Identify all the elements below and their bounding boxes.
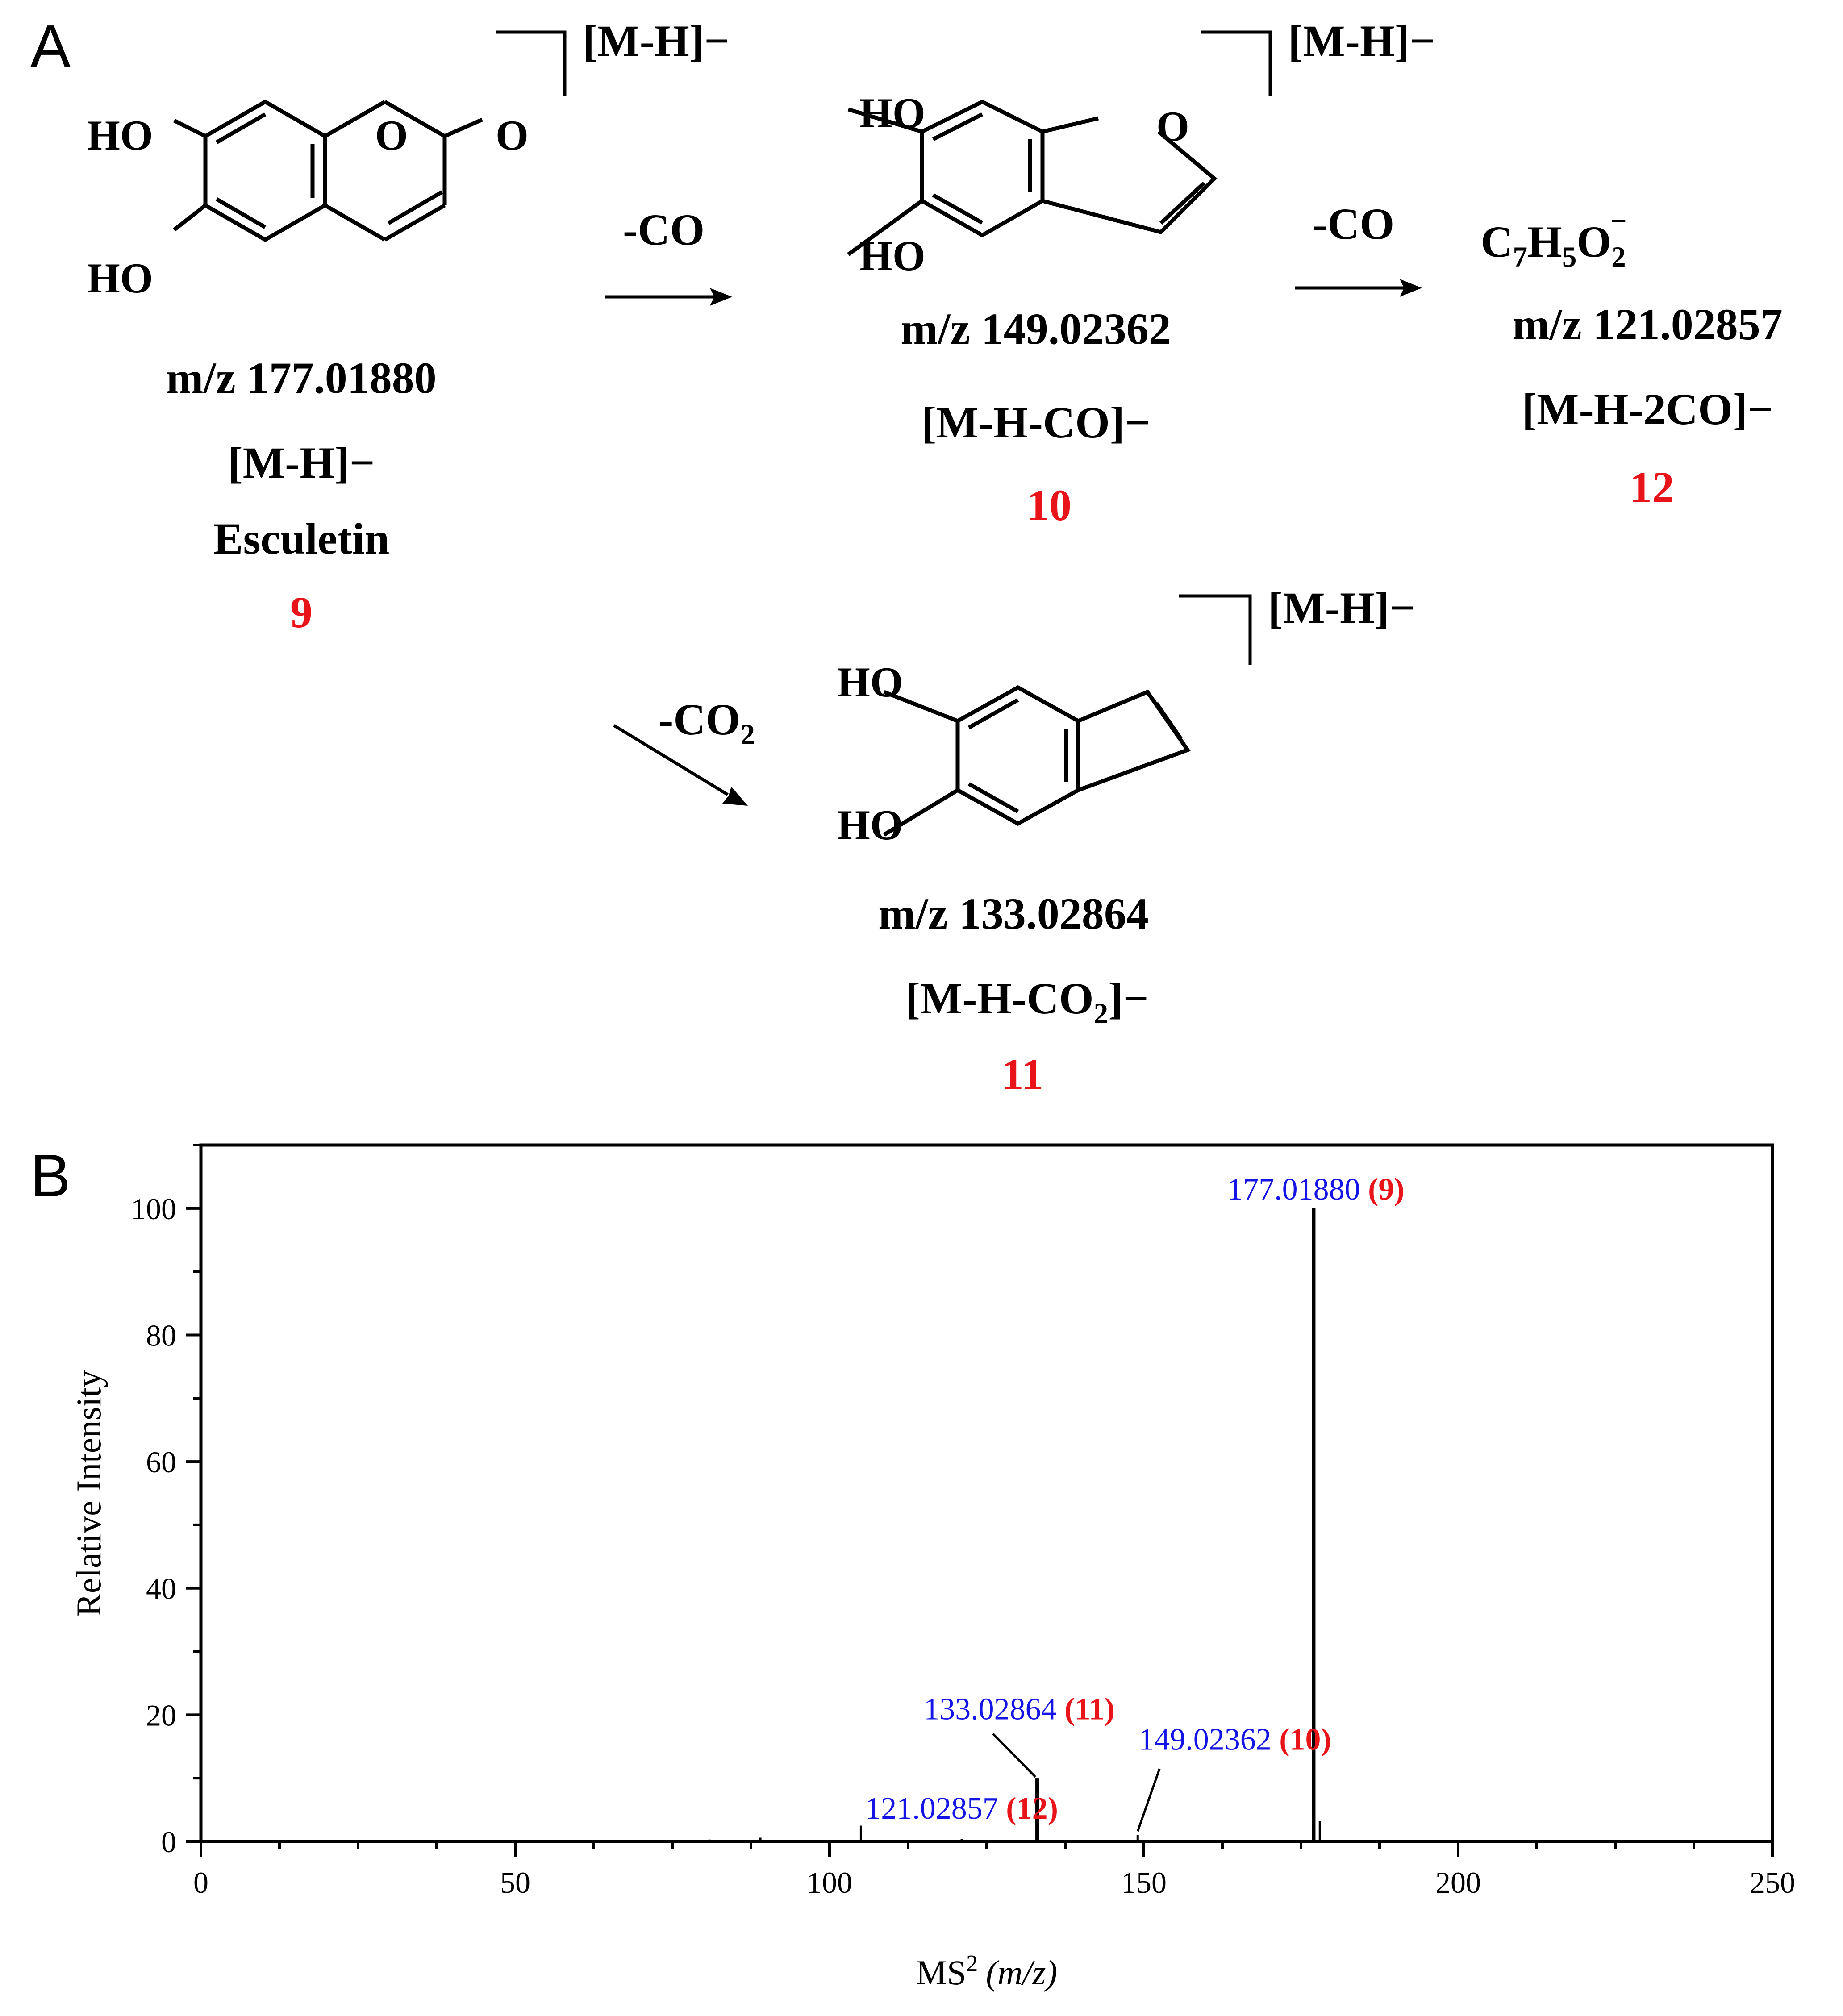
y-tick-label: 40 [146,1572,176,1606]
compound-9-ring-o: O [375,112,408,159]
compound-12-ion: [M-H-2CO]− [1522,384,1773,434]
formula-o-sub: 2 [1611,241,1626,273]
x-tick-label: 100 [807,1866,852,1899]
compound-11-ho-top: HO [837,658,903,706]
compound-10-bracket-charge: [M-H]− [1288,16,1435,66]
compound-9-structure [173,99,483,242]
compound-10-ion: [M-H-CO]− [922,398,1150,447]
compound-11-number: 11 [1001,1050,1043,1099]
compound-9-bracket [496,30,567,96]
arrow-9-11 [613,724,748,806]
formula-charge: − [1610,205,1627,237]
compound-9-ho-top: HO [87,112,153,159]
compound-10-mz: m/z 149.02362 [901,304,1171,354]
compound-9-bracket-charge: [M-H]− [583,16,730,66]
formula-c-sub: 7 [1513,241,1528,273]
arrow-10-12-label: -CO [1313,199,1394,249]
formula-c: C [1480,217,1513,267]
panel-a-label: A [30,12,71,80]
ms2-spectrum-chart: 0 50 100 150 200 250 0 20 40 60 80 100 177.01880 (… [131,1143,1795,1899]
compound-10-ho-top: HO [859,89,926,137]
compound-9-bonds [173,99,483,242]
y-axis-ticks: 0 20 40 60 80 100 [131,1144,201,1859]
y-tick-label: 0 [161,1825,176,1859]
x-tick-label: 0 [193,1866,208,1899]
compound-11-ho-bottom: HO [837,801,903,849]
arrow-9-10 [605,288,732,306]
label-149: 149.02362 (10) [1138,1722,1331,1757]
panel-b-label: B [30,1142,71,1209]
y-axis-label: Relative Intensity [69,1370,108,1616]
leader-133 [992,1733,1036,1778]
y-tick-label: 60 [146,1445,176,1479]
x-axis-label: MS2(m/z) [916,1951,1057,1992]
x-tick-label: 50 [500,1866,530,1899]
y-tick-label: 20 [146,1698,176,1732]
x-axis-ticks: 0 50 100 150 200 250 [193,1841,1795,1899]
label-133: 133.02864 (11) [924,1692,1115,1726]
compound-10-bracket [1201,30,1272,96]
compound-11-structure [883,685,1191,837]
x-tick-label: 150 [1121,1866,1167,1899]
compound-11-bracket [1179,594,1252,665]
label-121: 121.02857 (12) [865,1791,1058,1826]
compound-10-number: 10 [1027,480,1072,530]
svg-text:C7H5O2−: C7H5O2 − [1480,205,1626,273]
formula-h: H [1527,217,1562,267]
compound-9-number: 9 [290,587,313,637]
compound-9-ion: [M-H]− [228,438,375,487]
leader-149 [1136,1768,1161,1832]
arrow-9-10-label: -CO [623,205,705,254]
compound-9-ho-bottom: HO [87,254,153,302]
formula-o: O [1576,217,1611,267]
compound-10-ho-bottom: HO [859,232,926,279]
compound-11-bracket-charge: [M-H]− [1268,583,1415,633]
compound-9-carbonyl-o: O [496,112,529,159]
compound-10-structure [847,99,1218,256]
compound-11-mz: m/z 133.02864 [878,889,1148,938]
arrow-9-11-label: -CO2 [659,695,755,751]
compound-9-name: Esculetin [213,514,389,563]
compound-10-bonds [847,99,1218,256]
peaks [708,1208,1321,1841]
compound-9-mz: m/z 177.01880 [166,353,436,403]
compound-12-formula: C7H5O2 − [1480,205,1626,273]
x-tick-label: 250 [1750,1866,1795,1899]
compound-11-bonds [883,685,1191,837]
compound-12-number: 12 [1630,462,1674,512]
plot-frame [199,1143,1774,1843]
y-tick-label: 80 [146,1318,176,1352]
compound-10-ring-o: O [1156,103,1189,150]
formula-h-sub: 5 [1562,241,1577,273]
x-tick-label: 200 [1435,1866,1481,1899]
arrow-10-12 [1295,279,1422,297]
compound-12-mz: m/z 121.02857 [1512,300,1782,349]
label-177: 177.01880 (9) [1227,1172,1405,1207]
y-tick-label: 100 [131,1192,176,1226]
compound-11-ion: [M-H-CO2]− [905,974,1149,1030]
peak-annotations: 177.01880 (9) 133.02864 (11) 149.02362 (10… [865,1172,1405,1832]
